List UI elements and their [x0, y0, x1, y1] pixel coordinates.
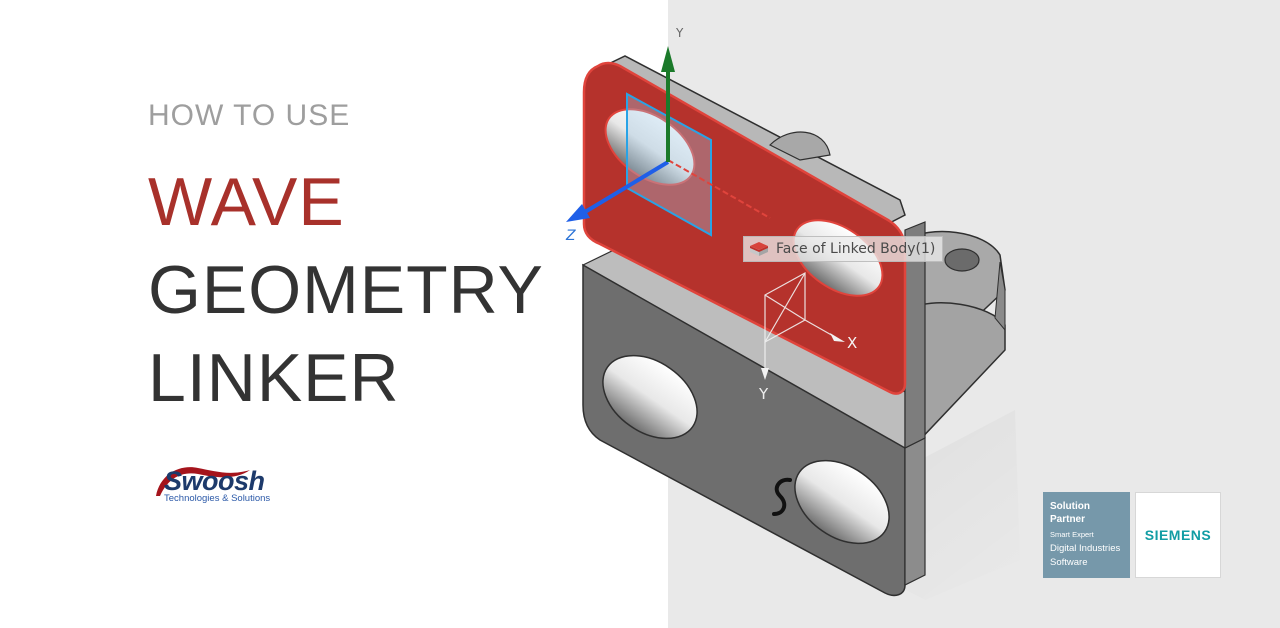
- siemens-logo-badge: SIEMENS: [1135, 492, 1221, 578]
- badge-line-digital-industries: Digital Industries: [1050, 543, 1121, 554]
- badge-line-partner: Partner: [1050, 514, 1086, 525]
- left-panel: [0, 0, 668, 628]
- hero-subtitle: HOW TO USE: [148, 99, 351, 132]
- linked-body-face-icon: [750, 242, 768, 256]
- swoosh-logo: Swoosh Technologies & Solutions: [150, 458, 285, 508]
- swoosh-arc-icon: [156, 467, 250, 496]
- swoosh-wordmark: Swoosh: [164, 466, 265, 496]
- tooltip-label: Face of Linked Body(1): [776, 241, 936, 257]
- swoosh-tagline: Technologies & Solutions: [164, 493, 271, 504]
- badge-line-solution: Solution: [1050, 501, 1090, 512]
- solution-partner-badge: Solution Partner Smart Expert Digital In…: [1043, 492, 1130, 578]
- wcs-x-axis-label: X: [847, 334, 858, 352]
- cad-part-model: [566, 46, 1020, 600]
- hero-title-wave: WAVE: [148, 164, 345, 240]
- csys-y-axis-label: Y: [676, 26, 684, 40]
- hero-title-linker: LINKER: [148, 340, 400, 416]
- hero-title-geometry: GEOMETRY: [148, 252, 544, 328]
- wcs-y-axis-label: Y: [759, 385, 769, 403]
- badge-line-smart-expert: Smart Expert: [1050, 530, 1094, 539]
- selection-tooltip: Face of Linked Body(1): [743, 236, 943, 262]
- badge-line-software: Software: [1050, 557, 1088, 568]
- csys-z-axis-label: Z: [566, 228, 576, 244]
- siemens-wordmark: SIEMENS: [1144, 527, 1212, 543]
